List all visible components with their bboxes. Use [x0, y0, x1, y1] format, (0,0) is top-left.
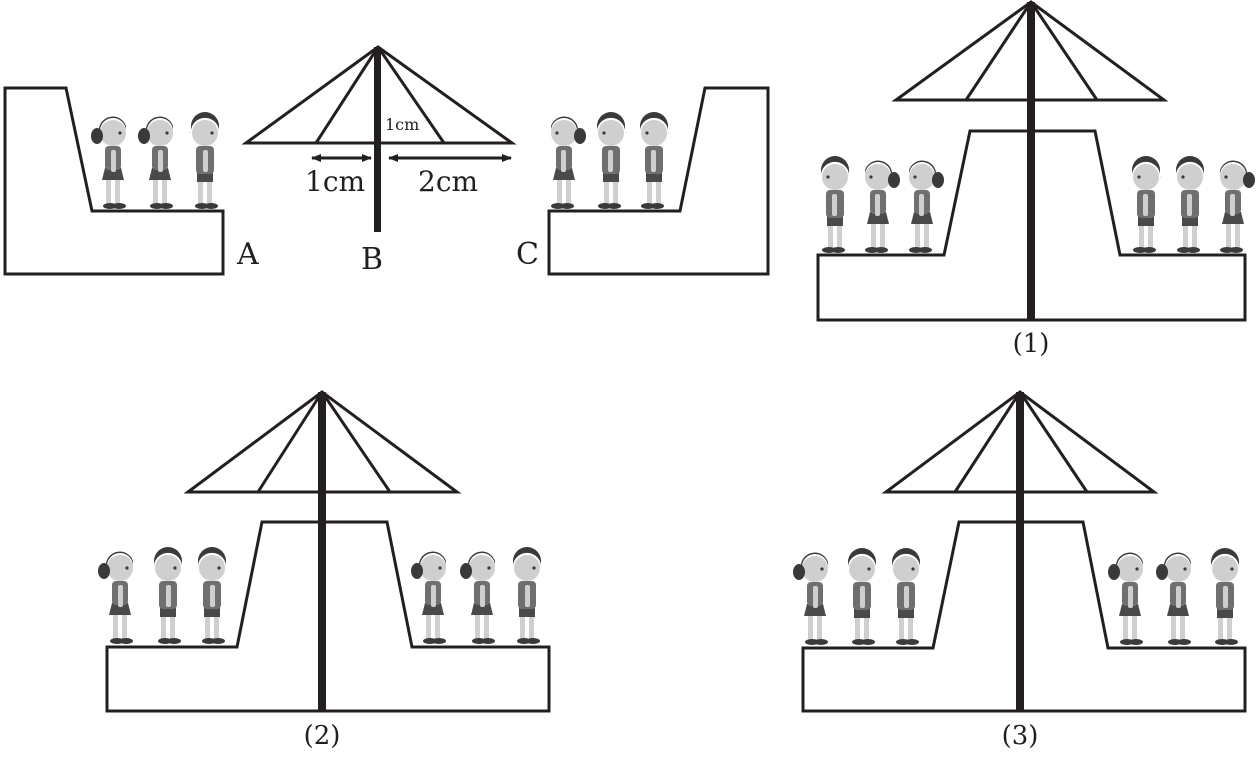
caption-option-3: (3) [1002, 721, 1039, 751]
piece-a-outline [3, 86, 225, 276]
girl-figure [1108, 552, 1143, 645]
girl-figure [98, 551, 133, 644]
option-1-left-group [821, 156, 944, 253]
boy-figure [1210, 548, 1239, 645]
option-3-pole [1016, 392, 1024, 711]
piece-a-children [91, 112, 219, 209]
girl-figure [865, 160, 900, 253]
option-3-right-group [1108, 548, 1239, 645]
measure-right: 2cm [418, 165, 478, 198]
option-2-left-group [98, 547, 226, 644]
caption-option-2: (2) [304, 721, 341, 751]
boy-figure [597, 112, 626, 209]
girl-figure [1220, 160, 1255, 253]
boy-figure [1132, 156, 1161, 253]
boy-figure [512, 547, 541, 644]
label-b: B [361, 242, 383, 277]
option-2-right-group [411, 547, 541, 644]
option-2: (2) [98, 390, 551, 751]
option-2-pole [318, 392, 326, 711]
umbrella-pole [374, 47, 381, 232]
caption-option-1: (1) [1013, 329, 1050, 359]
option-3-left-group [793, 548, 920, 645]
option-1-pole [1027, 2, 1035, 320]
piece-b: 1cm 1cm 2cm B [241, 45, 517, 277]
boy-figure [190, 112, 219, 209]
label-c: C [516, 237, 539, 272]
girl-figure [551, 116, 586, 209]
boy-figure [197, 547, 226, 644]
girl-figure [460, 551, 495, 644]
option-1-outline [816, 129, 1247, 322]
piece-a: A [3, 86, 259, 276]
option-2-outline [105, 520, 551, 713]
label-a: A [236, 237, 259, 272]
girl-figure [1156, 552, 1191, 645]
girl-figure [138, 116, 173, 209]
option-1: (1) [816, 0, 1255, 359]
boy-figure [153, 547, 182, 644]
girl-figure [793, 552, 828, 645]
option-3-outline [801, 520, 1247, 713]
piece-c: C [516, 86, 770, 276]
measure-left: 1cm [305, 165, 365, 198]
option-1-right-group [1132, 156, 1255, 253]
piece-c-outline [547, 86, 770, 276]
piece-c-children [551, 112, 669, 209]
boy-figure [821, 156, 850, 253]
girl-figure [411, 551, 446, 644]
measure-vertical: 1cm [385, 115, 419, 134]
boy-figure [640, 112, 669, 209]
boy-figure [891, 548, 920, 645]
option-3: (3) [793, 390, 1247, 751]
girl-figure [91, 116, 126, 209]
boy-figure [1176, 156, 1205, 253]
girl-figure [909, 160, 944, 253]
boy-figure [847, 548, 876, 645]
